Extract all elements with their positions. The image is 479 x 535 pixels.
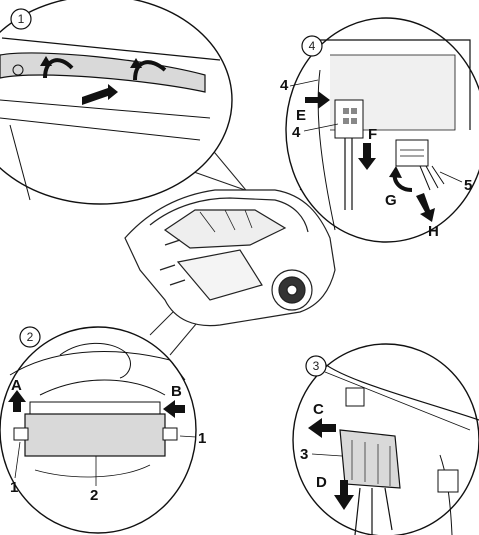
label-2: 2 — [90, 487, 98, 504]
detail-2-number: 2 — [27, 330, 34, 344]
right-arrow-icon — [305, 91, 330, 109]
push-arrow-icon — [82, 84, 118, 105]
label-f: F — [368, 126, 377, 143]
detail-1-number: 1 — [18, 12, 25, 26]
label-3: 3 — [300, 446, 308, 463]
left-arrow-b-icon — [163, 400, 185, 418]
label-b: B — [171, 383, 182, 400]
down-arrow-h-icon — [416, 193, 435, 222]
detail-1: 1 — [0, 0, 233, 205]
curved-lift-arrow-left-icon — [40, 56, 74, 79]
curved-lift-arrow-right-icon — [130, 58, 167, 81]
label-4-mid: 4 — [292, 124, 301, 141]
detail-3: 3 C 3 D — [292, 343, 479, 535]
label-5: 5 — [464, 177, 472, 194]
up-arrow-a-icon — [8, 390, 26, 412]
label-g: G — [385, 192, 397, 209]
label-d: D — [316, 474, 327, 491]
curved-arrow-g-icon — [389, 166, 413, 192]
label-1-left: 1 — [10, 479, 18, 496]
car-illustration — [124, 189, 336, 327]
label-4-top: 4 — [280, 77, 289, 94]
detail-4-number: 4 — [309, 39, 316, 53]
label-c: C — [313, 401, 324, 418]
label-1-right: 1 — [198, 430, 206, 447]
down-arrow-f-icon — [358, 143, 376, 170]
label-e: E — [296, 107, 306, 124]
label-h: H — [428, 223, 439, 240]
detail-4: 4 4 E 4 F 5 G H — [280, 17, 479, 243]
down-arrow-d-icon — [334, 480, 354, 510]
left-arrow-c-icon — [308, 418, 336, 438]
detail-3-number: 3 — [313, 359, 320, 373]
detail-2: 2 A B 1 1 2 — [0, 326, 206, 534]
label-a: A — [11, 377, 22, 394]
